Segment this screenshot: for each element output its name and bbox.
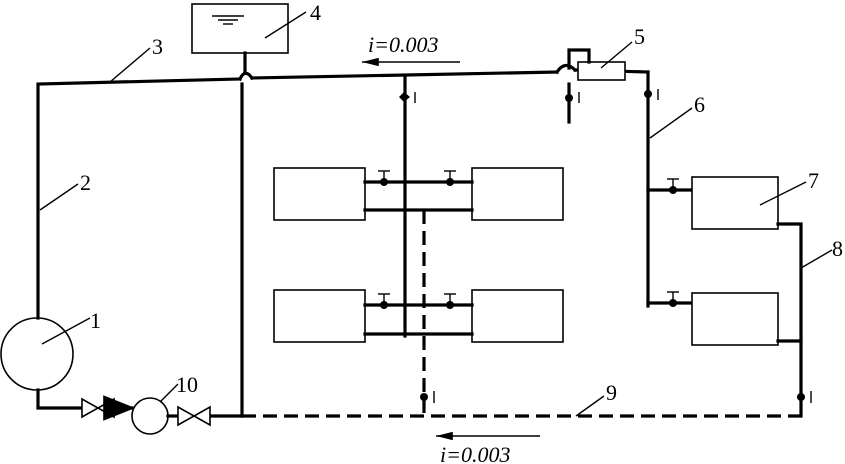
radiator-valves [378, 170, 456, 309]
label-air-vent: 5 [634, 24, 645, 49]
expansion-tank [191, 3, 289, 54]
radiator-upper-left [273, 167, 366, 221]
return-riser [776, 222, 803, 418]
label-branch-riser: 6 [694, 92, 705, 117]
supply-riser [36, 77, 242, 320]
label-expansion-tank: 4 [310, 0, 321, 25]
radiator-right-lower [691, 292, 779, 346]
label-radiator: 7 [808, 168, 819, 193]
air-vent-loop [567, 48, 591, 70]
label-main-supply: 3 [152, 34, 163, 59]
pump [131, 397, 169, 435]
gate-valve-left [81, 397, 115, 419]
label-return-main: 9 [606, 380, 617, 405]
crossing-hop-left [237, 71, 255, 82]
label-return-riser: 8 [832, 236, 843, 261]
pump-suction [36, 388, 84, 410]
leader-lines [39, 11, 833, 417]
return-slope-label: i=0.003 [440, 442, 510, 464]
boiler [0, 317, 74, 391]
gate-valve-right [177, 405, 211, 427]
air-vent [577, 61, 626, 81]
crossing-hop-right [554, 63, 578, 75]
main-supply-pipe [250, 70, 559, 80]
supply-slope-label: i=0.003 [368, 32, 438, 57]
label-supply-riser: 2 [80, 170, 91, 195]
label-boiler: 1 [90, 308, 101, 333]
radiator-lower-right [471, 289, 564, 343]
radiator-upper-right [471, 167, 564, 221]
label-pump: 10 [176, 372, 198, 397]
radiator-lower-left [273, 289, 366, 343]
